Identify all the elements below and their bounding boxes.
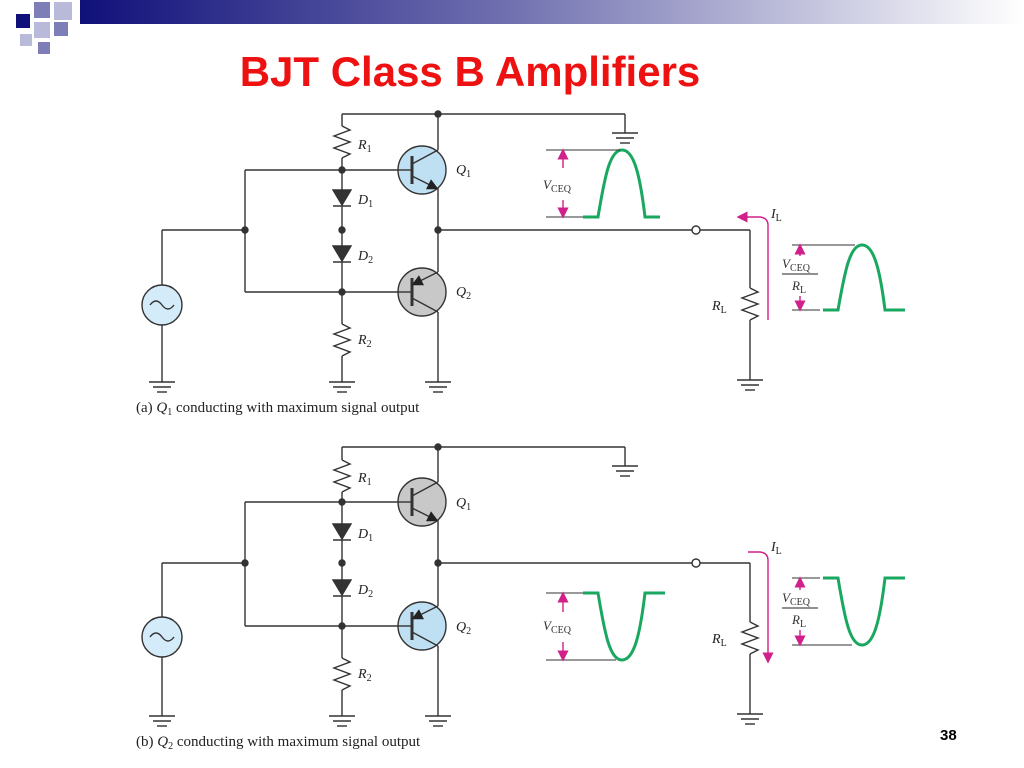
- label-rl-denominator: RL: [791, 612, 806, 630]
- label-d1: D1: [357, 527, 373, 544]
- label-q1: Q1: [456, 496, 471, 513]
- label-rl: RL: [711, 299, 727, 316]
- label-vceq-numerator: VCEQ: [782, 590, 811, 608]
- label-q2: Q2: [456, 285, 471, 302]
- label-vceq: VCEQ: [543, 618, 572, 636]
- label-vceq-numerator: VCEQ: [782, 256, 811, 274]
- label-il: IL: [770, 540, 782, 557]
- label-r1: R1: [357, 138, 372, 155]
- label-r2: R2: [357, 333, 372, 350]
- corner-decoration: [0, 0, 80, 60]
- label-vceq: VCEQ: [543, 177, 572, 195]
- slide-number: 38: [940, 727, 957, 744]
- label-d1: D1: [357, 193, 373, 210]
- label-r1: R1: [357, 471, 372, 488]
- label-q1: Q1: [456, 163, 471, 180]
- diagram-b-labels: R1 D1 D2 R2 Q1 Q2 RL IL VCEQ VCEQ RL (b)…: [136, 471, 811, 752]
- header-gradient-bar: [80, 0, 1024, 24]
- label-il: IL: [770, 207, 782, 224]
- label-q2: Q2: [456, 620, 471, 637]
- label-d2: D2: [357, 583, 373, 600]
- label-rl: RL: [711, 632, 727, 649]
- caption-b: (b) Q2 conducting with maximum signal ou…: [136, 734, 421, 752]
- label-r2: R2: [357, 667, 372, 684]
- diagram-a-labels: R1 D1 D2 R2 Q1 Q2 RL IL VCEQ VCEQ RL (a)…: [136, 138, 811, 418]
- diagram-a-q1-conducting: [141, 110, 905, 393]
- diagram-b-q2-conducting: [141, 443, 905, 727]
- slide-title: BJT Class B Amplifiers: [239, 48, 701, 95]
- label-d2: D2: [357, 249, 373, 266]
- label-rl-denominator: RL: [791, 278, 806, 296]
- caption-a: (a) Q1 conducting with maximum signal ou…: [136, 400, 420, 418]
